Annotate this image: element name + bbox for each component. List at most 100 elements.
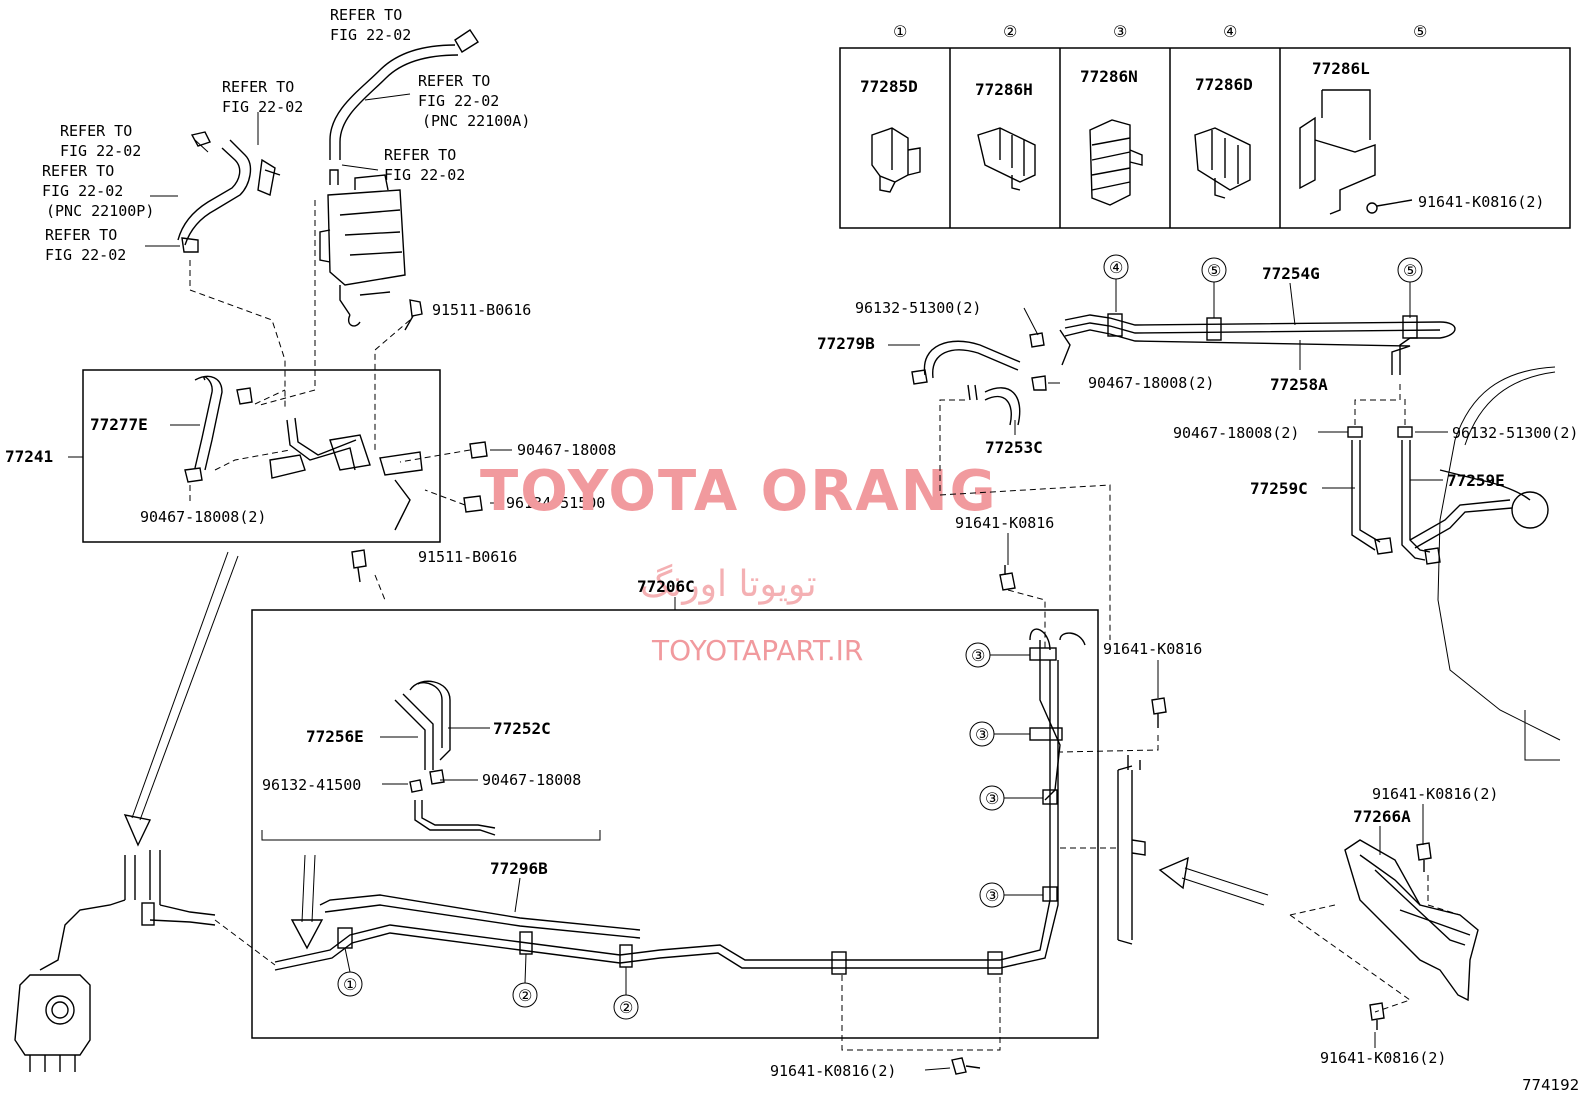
upper-hoses-drawing [177, 29, 479, 253]
mid-leaders [399, 441, 512, 513]
legend-frame [839, 47, 1571, 229]
vsv-canister-drawing [319, 169, 406, 327]
legend-part-77286H[interactable]: 77286H [975, 80, 1033, 99]
refer-block-3: REFER TO FIG 22-02 (PNC 22100A) [418, 72, 530, 130]
leader [924, 1067, 951, 1071]
body-outline-right [1437, 366, 1561, 761]
refer-fig[interactable]: FIG 22-02 [418, 92, 499, 110]
label-77206C[interactable]: 77206C [637, 577, 695, 596]
label-77296B[interactable]: 77296B [490, 859, 548, 878]
label-77253C[interactable]: 77253C [985, 438, 1043, 457]
label-96132-41500[interactable]: 96132-41500 [262, 776, 361, 794]
label-77279B[interactable]: 77279B [817, 334, 875, 353]
label-96134-51500[interactable]: 96134-51500 [506, 494, 605, 512]
assembly-77206C: 77206C 77256E 77252C 96132-41500 90467-1… [251, 577, 1099, 1051]
legend-bolt-label[interactable]: 91641-K0816(2) [1418, 193, 1544, 211]
refer-text: REFER TO [45, 226, 117, 244]
refer-fig[interactable]: FIG 22-02 [60, 142, 141, 160]
callout-5[interactable]: ⑤ [1403, 261, 1417, 280]
label-91511-B0616-bottom[interactable]: 91511-B0616 [418, 548, 517, 566]
callout-3[interactable]: ③ [971, 646, 985, 665]
clamp-77286D-drawing [1194, 127, 1251, 199]
view-arrow-right [1158, 856, 1269, 906]
protector-77266A-drawing [1344, 839, 1479, 1002]
label-91641-K0816-b[interactable]: 91641-K0816 [1103, 640, 1202, 658]
refer-fig[interactable]: FIG 22-02 [45, 246, 126, 264]
label-77277E[interactable]: 77277E [90, 415, 148, 434]
label-91511-B0616-top[interactable]: 91511-B0616 [432, 301, 531, 319]
callouts-upper-right: ④ ⑤ ⑤ [1103, 254, 1423, 318]
inner-leaders [380, 727, 490, 785]
legend-number-4: ④ [1223, 22, 1237, 41]
callout-2[interactable]: ② [619, 998, 633, 1017]
label-91641-K0816-a[interactable]: 91641-K0816 [955, 514, 1054, 532]
fuel-lines-main [274, 628, 1086, 975]
clamp-77286L-drawing [1299, 89, 1413, 215]
leader [1059, 735, 1159, 753]
refer-pnc: (PNC 22100P) [46, 202, 154, 220]
refer-text: REFER TO [418, 72, 490, 90]
callouts-77206C: ① ② ② ③ ③ ③ ③ [337, 642, 1043, 1020]
view-arrow-down [290, 854, 324, 950]
watermark-farsi: تویوتا اورنگ [640, 563, 817, 605]
refer-fig[interactable]: FIG 22-02 [384, 166, 465, 184]
bracket-drawing [1117, 755, 1146, 945]
label-91641-K0816-2-r2[interactable]: 91641-K0816(2) [1320, 1049, 1446, 1067]
label-90467-18008-inner[interactable]: 90467-18008 [482, 771, 581, 789]
bolt-bottom-drawing [951, 1057, 981, 1075]
callout-4[interactable]: ④ [1109, 258, 1123, 277]
label-90467-18008-mid[interactable]: 90467-18008 [517, 441, 616, 459]
label-77258A[interactable]: 77258A [1270, 375, 1328, 394]
label-77266A[interactable]: 77266A [1353, 807, 1411, 826]
label-77256E[interactable]: 77256E [306, 727, 364, 746]
refer-block-4: REFER TO FIG 22-02 [60, 122, 141, 160]
refer-fig[interactable]: FIG 22-02 [330, 26, 411, 44]
callout-3[interactable]: ③ [985, 789, 999, 808]
refer-fig[interactable]: FIG 22-02 [222, 98, 303, 116]
refer-block-2: REFER TO FIG 22-02 [222, 78, 303, 116]
label-77259C[interactable]: 77259C [1250, 479, 1308, 498]
label-96132-51300-2-far[interactable]: 96132-51300(2) [1452, 424, 1578, 442]
label-91641-K0816-2-bottom[interactable]: 91641-K0816(2) [770, 1062, 896, 1080]
kit-77241: 77241 77277E 90467-18008(2) [5, 369, 441, 543]
watermark-url: TOYOTAPART.IR [651, 634, 863, 667]
refer-pnc: (PNC 22100A) [422, 112, 530, 130]
refer-text: REFER TO [384, 146, 456, 164]
assembly-77206C-frame [251, 609, 1099, 1039]
hoses-77256E-77252C-drawing [394, 680, 496, 836]
clamp-77285D-drawing [871, 127, 921, 193]
callout-3[interactable]: ③ [975, 725, 989, 744]
refer-text: REFER TO [60, 122, 132, 140]
refer-block-7: REFER TO FIG 22-02 [45, 226, 126, 264]
bolt-77266A-bottom [1369, 1002, 1385, 1030]
watermark-title: TOYOTA ORANG [480, 459, 998, 524]
refer-block-6: REFER TO FIG 22-02 [384, 146, 465, 184]
clamp-77286H-drawing [977, 127, 1036, 191]
bolt-91511-bottom [351, 549, 367, 583]
view-arrow-left [123, 551, 239, 847]
label-96132-51300-2-top[interactable]: 96132-51300(2) [855, 299, 981, 317]
callout-3[interactable]: ③ [985, 886, 999, 905]
legend-part-77285D[interactable]: 77285D [860, 77, 918, 96]
upper-right-lines-drawing [911, 313, 1456, 426]
refer-fig[interactable]: FIG 22-02 [42, 182, 123, 200]
bolt-91641-b [1151, 697, 1167, 728]
leader [1289, 914, 1412, 1013]
label-91641-K0816-2-r1[interactable]: 91641-K0816(2) [1372, 785, 1498, 803]
callout-2[interactable]: ② [518, 986, 532, 1005]
refer-block-5: REFER TO FIG 22-02 (PNC 22100P) [42, 162, 154, 220]
label-90467-18008-2-left[interactable]: 90467-18008(2) [140, 508, 266, 526]
bolt-dash [841, 975, 1001, 1051]
label-90467-18008-2-far[interactable]: 90467-18008(2) [1173, 424, 1299, 442]
leader [1427, 875, 1461, 916]
callout-1[interactable]: ① [343, 975, 357, 994]
callout-5[interactable]: ⑤ [1207, 261, 1221, 280]
label-77252C[interactable]: 77252C [493, 719, 551, 738]
legend-part-77286N[interactable]: 77286N [1080, 67, 1138, 86]
right-tube-leaders [1318, 380, 1448, 489]
label-77241[interactable]: 77241 [5, 447, 53, 466]
label-90467-18008-2-right[interactable]: 90467-18008(2) [1088, 374, 1214, 392]
label-77254G[interactable]: 77254G [1262, 264, 1320, 283]
legend-part-77286L[interactable]: 77286L [1312, 59, 1370, 78]
legend-part-77286D[interactable]: 77286D [1195, 75, 1253, 94]
